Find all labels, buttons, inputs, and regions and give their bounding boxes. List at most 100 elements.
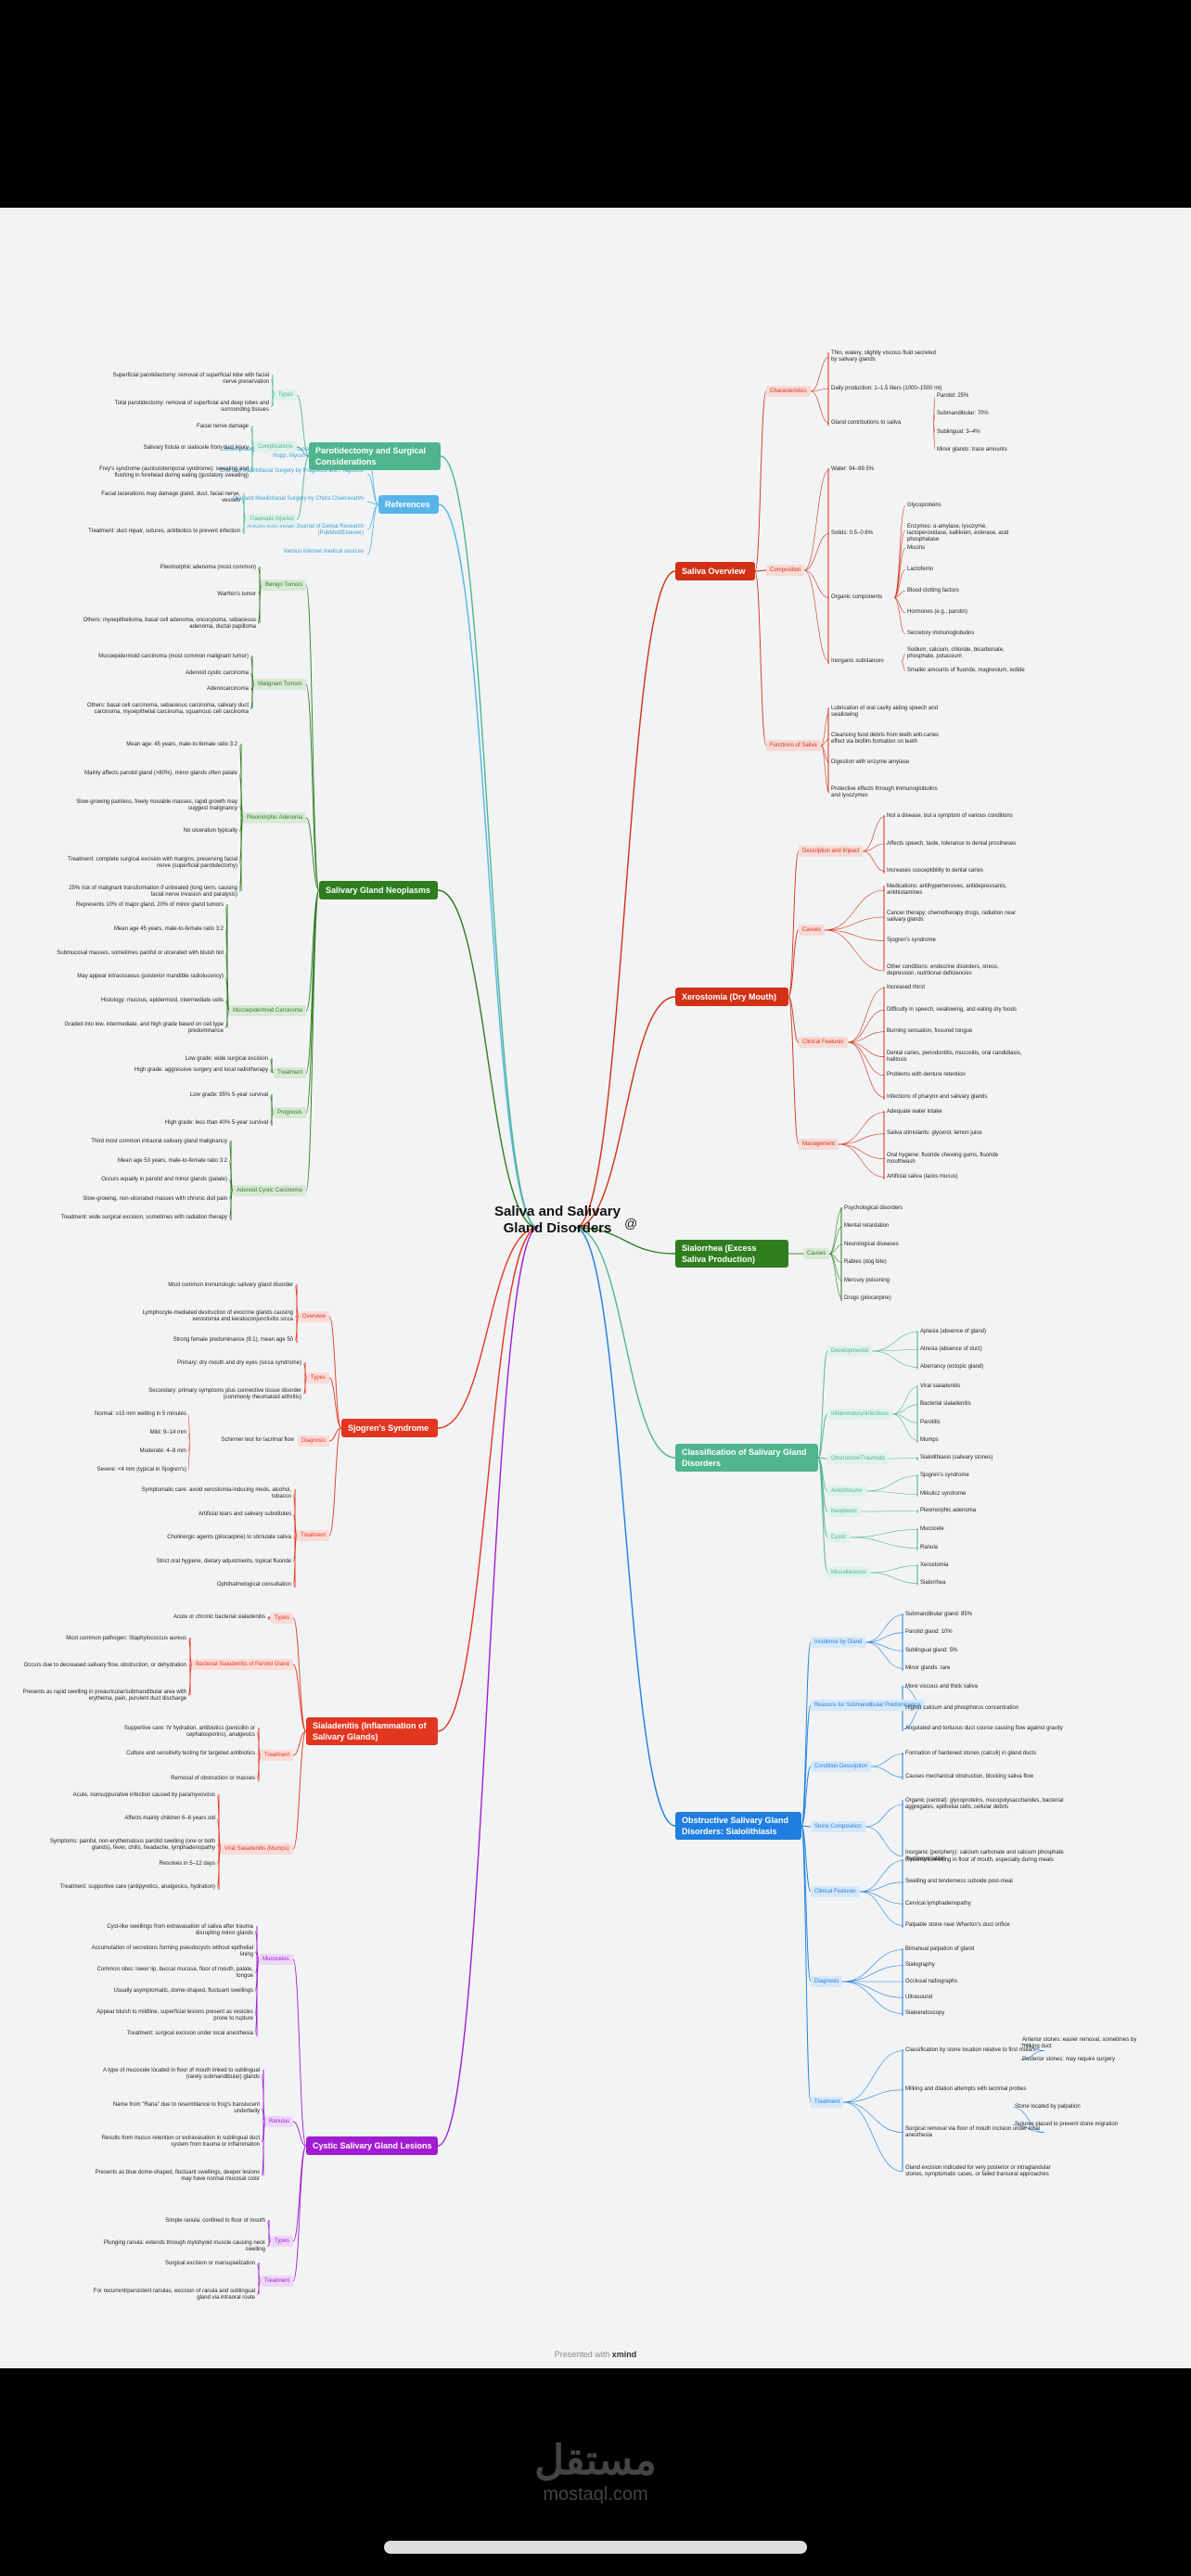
subtopic-treatment[interactable]: Treatment — [274, 1067, 307, 1078]
clinical-features-leaf: Problems with denture retention — [887, 1072, 966, 1078]
subtopic-viral-sialadenitis-mumps[interactable]: Viral Sialadenitis (Mumps) — [221, 1843, 293, 1855]
subtopic-overview[interactable]: Overview — [299, 1311, 330, 1322]
viral-sialadenitis-mumps-leaf: Resolves in 5–12 days — [159, 1861, 215, 1868]
subtopic-reasons-for-submandibular-predominance[interactable]: Reasons for Submandibular Predominance — [811, 1700, 925, 1711]
subtopic-treatment[interactable]: Treatment — [261, 2276, 294, 2287]
connector — [869, 1565, 919, 1574]
topic-cystic[interactable]: Cystic Salivary Gland Lesions — [306, 2136, 438, 2155]
connector — [859, 1881, 904, 1893]
connector — [862, 816, 886, 852]
connector — [437, 1227, 539, 1429]
treatment-leaf: Classification by stone location relativ… — [905, 2047, 1036, 2053]
connector — [891, 1404, 919, 1415]
mucoceles-leaf: Common sites: lower lip, buccal mucosa, … — [96, 1967, 253, 1979]
ranulas-leaf: Results from mucus retention or extravas… — [101, 2136, 260, 2149]
subtopic-malignant-tumors[interactable]: Malignant Tumors — [254, 679, 306, 690]
topic-obstructive[interactable]: Obstructive Salivary Gland Disorders: Si… — [675, 1812, 801, 1840]
subtopic-incidence-by-gland[interactable]: Incidence by Gland — [811, 1637, 866, 1648]
topic-saliva[interactable]: Saliva Overview — [675, 562, 755, 580]
connector — [847, 1031, 886, 1043]
connector — [841, 1949, 904, 1983]
subtopic-causes[interactable]: Causes — [803, 1248, 830, 1259]
types-leaf: Plunging ranula: extends through mylohyo… — [103, 2240, 265, 2252]
subtopic-neoplastic[interactable]: Neoplastic — [827, 1506, 862, 1517]
connector — [838, 1143, 886, 1159]
subtopic-treatment[interactable]: Treatment — [297, 1530, 330, 1541]
subtopic-mucoepidermoid-carcinoma[interactable]: Mucoepidermoid Carcinoma — [229, 1005, 307, 1016]
subtopic-clinical-features[interactable]: Clinical Features — [811, 1886, 860, 1897]
subtopic-traumatic-injuries[interactable]: Traumatic Injuries — [246, 514, 298, 525]
subtopic-cystic[interactable]: Cystic — [827, 1532, 851, 1543]
causes-leaf: Mental retardation — [844, 1223, 890, 1230]
topic-neoplasms[interactable]: Salivary Gland Neoplasms — [319, 881, 438, 899]
subtopic-description-and-impact[interactable]: Description and Impact — [799, 846, 864, 857]
connector — [292, 1958, 307, 2147]
developmental-leaf: Aplasia (absence of gland) — [920, 1329, 987, 1334]
central-topic[interactable]: Saliva and Salivary Gland Disorders — [494, 1204, 621, 1236]
connector — [864, 1641, 904, 1669]
clinical-features-leaf: Palpable stone near Wharton's duct orifi… — [905, 1922, 1010, 1928]
subtopic-adenoid-cystic-carcinoma[interactable]: Adenoid Cystic Carcinoma — [233, 1185, 306, 1196]
topic-sialadenitis[interactable]: Sialadenitis (Inflammation of Salivary G… — [306, 1717, 438, 1745]
connector — [437, 889, 539, 1229]
subtopic-benign-tumors[interactable]: Benign Tumors — [262, 580, 307, 591]
prognosis-leaf: High grade: less than 40% 5-year surviva… — [164, 1120, 268, 1126]
ranulas-leaf: A type of mucocele located in floor of m… — [102, 2068, 260, 2080]
connector — [800, 1825, 812, 1983]
subtopic-diagnosis[interactable]: Diagnosis — [811, 1976, 843, 1987]
subtopic-condition-description[interactable]: Condition Description — [811, 1761, 872, 1772]
subtopic-types[interactable]: Types — [307, 1372, 330, 1384]
subtopic-ranulas[interactable]: Ranulas — [265, 2116, 294, 2127]
connector — [366, 501, 379, 505]
footer-prefix: Presented with — [554, 2350, 610, 2359]
subtopic-bacterial-sialadenitis-of-parotid-gland[interactable]: Bacterial Sialadenitis of Parotid Gland — [192, 1659, 293, 1670]
subtopic-stone-composition[interactable]: Stone Composition — [811, 1821, 865, 1832]
subtopic-treatment[interactable]: Treatment — [811, 2097, 844, 2108]
subtopic-composition[interactable]: Composition — [766, 565, 805, 576]
subtopic-pleomorphic-adenoma[interactable]: Pleomorphic Adenoma — [243, 812, 307, 823]
subtopic-management[interactable]: Management — [799, 1139, 839, 1150]
clinical-features-leaf: Infections of pharynx and salivary gland… — [887, 1094, 988, 1100]
topic-xerostomia[interactable]: Xerostomia (Dry Mouth) — [675, 988, 788, 1006]
reference-item: Articles from Indian Journal of Dental R… — [247, 524, 364, 536]
connector — [849, 1537, 919, 1549]
subtopic-developmental[interactable]: Developmental — [827, 1345, 873, 1357]
functions-of-saliva-leaf: Protective effects through immunoglobuli… — [831, 786, 938, 798]
subtopic-causes[interactable]: Causes — [799, 925, 826, 936]
mucoceles-leaf: Usually asymptomatic, dome-shaped, fluct… — [113, 1988, 253, 1994]
attachment-icon[interactable]: @ — [624, 1216, 638, 1231]
mucoceles-leaf: Appear bluish to mildline, superficial l… — [96, 2009, 253, 2021]
topic-sjogren[interactable]: Sjogren's Syndrome — [341, 1419, 438, 1437]
subtopic-miscellaneous[interactable]: Miscellaneous — [827, 1567, 871, 1578]
subtopic-complications[interactable]: Complications — [254, 441, 297, 453]
subtopic-inflammatory-infectious[interactable]: Inflammatory/Infectious — [827, 1409, 893, 1420]
subtopic-types[interactable]: Types — [275, 389, 298, 401]
characteristics-leaf: Thin, watery, slightly viscous fluid sec… — [831, 351, 936, 363]
topic-references[interactable]: References — [378, 495, 439, 514]
subtopic-types[interactable]: Types — [271, 1613, 294, 1624]
subtopic-prognosis[interactable]: Prognosis — [274, 1107, 306, 1118]
connector — [754, 390, 767, 572]
topic-surgery[interactable]: Parotidectomy and Surgical Consideration… — [309, 442, 441, 470]
connector — [828, 1244, 843, 1255]
subtopic-mucoceles[interactable]: Mucoceles — [259, 1954, 293, 1965]
subtopic-characteristics[interactable]: Characteristics — [766, 386, 811, 397]
subtopic-functions-of-saliva[interactable]: Functions of Saliva — [766, 740, 821, 751]
subtopic-clinical-features[interactable]: Clinical Features — [799, 1037, 848, 1048]
complications-leaf: Frey's syndrome (auriculotemporal syndro… — [99, 466, 249, 478]
subtopic-obstructive-traumatic[interactable]: Obstructive/Traumatic — [827, 1453, 890, 1464]
topic-classification[interactable]: Classification of Salivary Gland Disorde… — [675, 1444, 818, 1472]
subtopic-types[interactable]: Types — [271, 2236, 294, 2247]
subtopic-treatment[interactable]: Treatment — [261, 1750, 294, 1761]
home-indicator[interactable] — [384, 2541, 807, 2554]
subtopic-autoimmune[interactable]: Autoimmune — [827, 1486, 866, 1497]
benign-tumors-leaf: Pleomorphic adenoma (most common) — [160, 565, 256, 570]
complications-leaf: Salivary fistula or sialocele from duct … — [143, 445, 249, 451]
connector — [800, 1704, 812, 1827]
connector — [803, 533, 830, 571]
stone-location-leaf: Posterior stones: may require surgery — [1022, 2057, 1116, 2062]
topic-sialorrhea[interactable]: Sialorrhea (Excess Saliva Production) — [675, 1240, 788, 1268]
subtopic-diagnosis[interactable]: Diagnosis — [298, 1435, 330, 1447]
connector — [828, 1208, 843, 1255]
connector — [328, 1316, 342, 1429]
